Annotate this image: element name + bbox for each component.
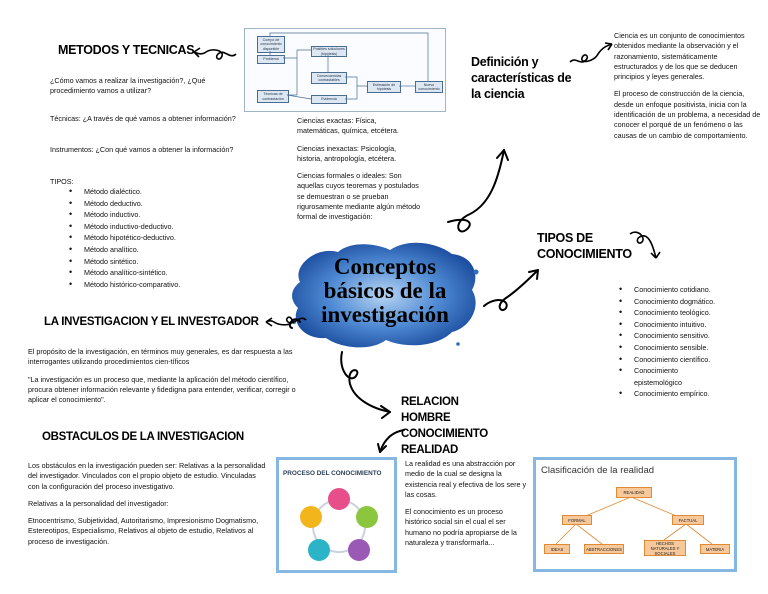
definicion-heading: Definición y características de la cienc… (471, 55, 572, 101)
list-item: Método analítico-sintético. (69, 267, 269, 279)
box-hechos: HECHOS NATURALES Y SOCIALES (644, 540, 686, 556)
fc-consecuencias: Consecuencias contrastables (311, 72, 347, 84)
relacion-p1: La realidad es una abstracción por medio… (405, 459, 527, 499)
obstaculos-heading: OBSTACULOS DE LA INVESTIGACION (42, 431, 244, 443)
curly-arrow-icon (569, 42, 613, 63)
metodos-instrumentos: Instrumentos: ¿Con qué vamos a obtener l… (50, 145, 234, 154)
box-materia: MATERIA (700, 544, 730, 554)
list-item: Método inductivo-deductivo. (69, 221, 269, 233)
tipos-list: Conocimiento cotidiano. Conocimiento dog… (598, 284, 768, 400)
metodos-heading: METODOS Y TECNICAS (58, 43, 195, 57)
tipos-heading: TIPOS DE CONOCIMIENTO (537, 231, 632, 261)
center-title: Conceptos básicos de la investigación (321, 254, 449, 327)
metodos-tipos-label: TIPOS: (50, 177, 74, 186)
list-item: Conocimiento científico. (619, 354, 768, 366)
proceso-title: PROCESO DEL CONOCIMIENTO (283, 470, 382, 477)
flowchart-arrows (269, 32, 429, 100)
clasificacion-image: Clasificación de la realidad REALIDAD FO… (533, 457, 737, 572)
box-factual: FACTUAL (672, 515, 704, 525)
list-item: Conocimiento empírico. (619, 388, 768, 400)
relacion-p2: El conocimiento es un proceso histórico … (405, 507, 517, 548)
fc-tecnicas: Técnicas de contrastación (257, 90, 289, 103)
ciencias-exactas: Ciencias exactas: Física, matemáticas, q… (297, 116, 399, 136)
fc-cuerpo: Cuerpo de conocimiento disponible (257, 36, 285, 53)
box-realidad: REALIDAD (616, 487, 652, 498)
box-formal: FORMAL (562, 515, 592, 525)
relacion-text: La realidad es una abstracción por medio… (405, 459, 530, 548)
list-item: Método hipotético-deductivo. (69, 232, 269, 244)
flowchart-diagram: Cuerpo de conocimiento disponible Proble… (244, 28, 446, 112)
fc-estimacion: Estimación de hipótesis (367, 81, 401, 93)
relacion-heading: RELACION HOMBRE CONOCIMIENTO REALIDAD (401, 396, 488, 456)
list-item: Conocimiento sensible. (619, 342, 768, 354)
list-item: Método histórico-comparativo. (69, 279, 269, 291)
list-item: Conocimiento sensitivo. (619, 330, 768, 342)
obstaculos-p2: Relativas a la personalidad del investig… (28, 498, 169, 508)
fc-problema: Problema (257, 55, 285, 64)
list-item: Conocimiento epistemológico (619, 365, 724, 388)
list-item: Método inductivo. (69, 209, 269, 221)
investigador-heading: LA INVESTIGACION Y EL INVESTGADOR (44, 316, 259, 328)
definicion-text: Ciencia es un conjunto de conocimientos … (614, 31, 762, 141)
list-item: Conocimiento cotidiano. (619, 284, 768, 296)
list-item: Conocimiento teológico. (619, 307, 768, 319)
ciencias-block: Ciencias exactas: Física, matemáticas, q… (297, 116, 421, 223)
curly-arrow-icon (629, 231, 661, 259)
obstaculos-text: Los obstáculos en la investigación puede… (28, 461, 268, 547)
fc-evidencia: Evidencia (311, 95, 347, 104)
metodos-tecnicas: Técnicas: ¿A través de qué vamos a obten… (50, 114, 236, 123)
fc-hipotesis: Posibles soluciones (hipótesis) (311, 46, 347, 57)
metodos-list: Método dialéctico. Método deductivo. Mét… (48, 186, 269, 290)
list-item: Método analítico. (69, 244, 269, 256)
clasificacion-title: Clasificación de la realidad (541, 465, 655, 476)
investigador-p1: El propósito de la investigación, en tér… (28, 347, 293, 367)
box-ideas: IDEAS (544, 544, 570, 554)
investigador-p2: "La investigación es un proceso que, med… (28, 374, 296, 405)
box-abstracciones: ABSTRACCIONES (584, 544, 624, 554)
list-item: Conocimiento dogmático. (619, 296, 768, 308)
list-item: Método sintético. (69, 256, 269, 268)
list-item: Conocimiento intuitivo. (619, 319, 768, 331)
curly-arrow-icon (193, 47, 237, 60)
list-item: Método dialéctico. (69, 186, 269, 198)
fc-nuevo: Nuevo conocimiento (415, 81, 443, 93)
obstaculos-p1: Los obstáculos en la investigación puede… (28, 461, 266, 491)
obstaculos-p3: Etnocentrismo, Subjetividad, Autoritaris… (28, 516, 259, 546)
metodos-question: ¿Cómo vamos a realizar la investigación?… (50, 76, 206, 96)
ciencias-formales: Ciencias formales o ideales: Son aquella… (297, 171, 421, 222)
ciencias-inexactas: Ciencias inexactas: Psicología, historia… (297, 143, 397, 163)
proceso-cycle (300, 488, 378, 561)
investigador-text: El propósito de la investigación, en tér… (28, 347, 312, 405)
list-item: Método deductivo. (69, 198, 269, 210)
definicion-p2: El proceso de construcción de la ciencia… (614, 89, 761, 140)
definicion-p1: Ciencia es un conjunto de conocimientos … (614, 31, 745, 82)
proceso-image: PROCESO DEL CONOCIMIENTO (276, 457, 397, 573)
